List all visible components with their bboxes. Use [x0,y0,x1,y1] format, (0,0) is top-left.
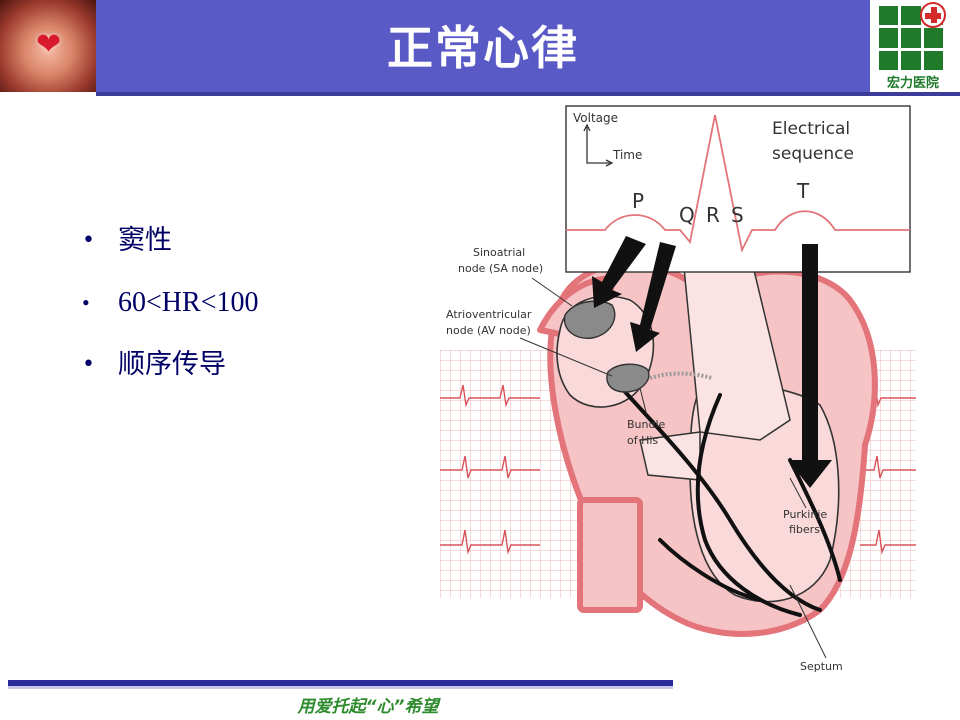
conduction-pathways [616,382,842,617]
sa-node [563,300,616,339]
bullet-dot: • [82,290,90,315]
sa-node-label-2: node (SA node) [458,262,543,275]
wave-label-r: R [706,203,720,227]
conduction-arrows [592,236,832,488]
wave-label-q: Q [679,203,695,227]
purkinje-label-2: fibers [789,523,820,536]
axes-icon [583,123,614,167]
hospital-logo: 宏力医院 [870,0,960,92]
ecg-waveform [566,114,910,253]
bundle-of-his-path [649,371,713,380]
bundle-label-2: of His [627,434,658,447]
red-cross-icon [920,2,946,28]
footer-bar [8,680,673,689]
callout-lines [519,277,827,659]
purkinje-label-1: Purkinje [783,508,827,521]
bullet-text: 60<HR<100 [118,287,259,318]
aorta-vessels [639,261,791,481]
septum-label: Septum [800,660,843,673]
hands-heart-image: ❤ [0,0,96,92]
bullet-item: • 窦性 [82,222,258,284]
bullet-dot: • [82,228,95,253]
bullet-list: • 窦性 • 60<HR<100 • 顺序传导 [82,222,258,408]
axis-time-label: Time [612,148,642,162]
sa-node-label-1: Sinoatrial [473,246,525,259]
wave-label-s: S [731,203,744,227]
heart-conduction-diagram: Voltage Time Electrical sequence P Q R S… [440,105,916,673]
wave-label-t: T [796,179,810,203]
wave-label-p: P [632,189,644,213]
bullet-item: • 顺序传导 [82,346,258,408]
bullet-text: 窦性 [118,225,172,256]
heart-icon: ❤ [36,27,62,62]
logo-grid-icon [879,6,943,70]
footer-slogan: 用爱托起“心”希望 [297,697,439,717]
bullet-dot: • [82,352,95,377]
bundle-label-1: Bundle [627,418,666,431]
sequence-title-line-1: Electrical [772,119,850,139]
axis-voltage-label: Voltage [573,111,618,125]
av-node [606,363,650,393]
av-node-label-1: Atrioventricular [446,308,532,321]
bullet-item: • 60<HR<100 [82,284,258,346]
header-underline [96,92,960,96]
bullet-text: 顺序传导 [118,349,226,380]
sequence-title-line-2: sequence [772,144,854,164]
ecg-inset-box [565,105,911,273]
header-bar [0,0,960,92]
page-title: 正常心律 [387,21,579,75]
logo-text: 宏力医院 [886,76,939,91]
av-node-label-2: node (AV node) [446,324,531,337]
